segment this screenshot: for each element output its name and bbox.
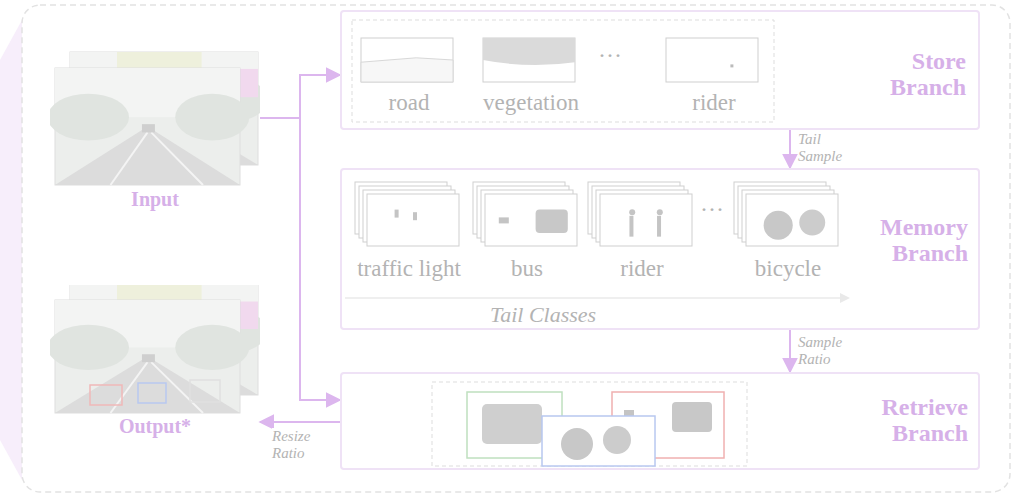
image-node: Input	[50, 50, 260, 212]
class-mask-stack	[470, 178, 580, 252]
class-name: bus	[470, 256, 584, 281]
branch-title: Memory Branch	[848, 214, 968, 267]
branch-panel: Retrieve Branch	[340, 372, 980, 470]
class-sample: bus	[470, 178, 584, 286]
edge-label: Sample Ratio	[798, 334, 858, 369]
axis-label: Tail Classes	[490, 302, 596, 328]
road-scene-image	[50, 50, 260, 188]
input-label: Input	[50, 188, 260, 211]
panel-decoration	[342, 374, 978, 468]
class-sample: traffic light	[346, 178, 472, 286]
class-sample: rider	[660, 36, 768, 120]
edge-label: Tail Sample	[798, 131, 854, 166]
outer-frame	[22, 5, 1010, 492]
road-scene-image	[50, 285, 260, 423]
class-sample: road	[355, 36, 463, 120]
output-label: Output*	[50, 415, 260, 438]
branch-panel: Memory Branch traffic lightbusrider bicycl…	[340, 168, 980, 330]
class-sample: vegetation	[468, 36, 594, 120]
class-sample: bicycle	[730, 178, 846, 286]
ellipsis-label: ···	[700, 196, 724, 223]
branch-title: Retrieve Branch	[848, 394, 968, 447]
branch-panel: Store Branch roadvegetation rider	[340, 10, 980, 130]
flow-arrow	[260, 118, 340, 400]
class-mask-thumbnail	[660, 36, 764, 86]
class-name: road	[355, 90, 463, 115]
side-shadow	[0, 20, 22, 480]
branch-title: Store Branch	[854, 48, 966, 101]
flow-arrow	[260, 421, 340, 423]
image-node: Output*	[50, 285, 260, 445]
class-name: traffic light	[346, 256, 472, 281]
flow-arrow	[260, 75, 340, 118]
class-mask-stack	[730, 178, 842, 252]
class-name: rider	[660, 90, 768, 115]
class-mask-thumbnail	[468, 36, 590, 86]
class-name: bicycle	[730, 256, 846, 281]
class-mask-stack	[346, 178, 468, 252]
class-name: rider	[584, 256, 700, 281]
flow-arrow	[789, 130, 791, 168]
class-mask-stack	[584, 178, 696, 252]
flow-arrow	[789, 330, 791, 372]
class-mask-thumbnail	[355, 36, 459, 86]
ellipsis-label: ···	[598, 42, 622, 69]
edge-label: Resize Ratio	[272, 428, 332, 463]
class-name: vegetation	[468, 90, 594, 115]
class-sample: rider	[584, 178, 700, 286]
